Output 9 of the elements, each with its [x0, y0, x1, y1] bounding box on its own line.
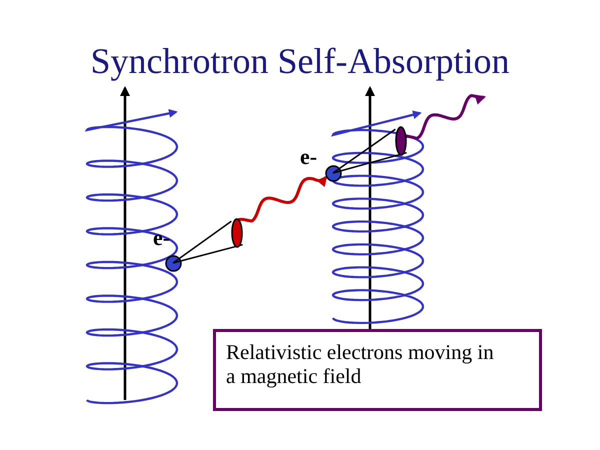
- electron-label: e-: [300, 144, 318, 170]
- caption-box: [213, 329, 542, 411]
- photon-wave-arrow: [404, 94, 486, 140]
- electron: [325, 165, 342, 182]
- emission-cone: [173, 218, 245, 266]
- title: Synchrotron Self-Absorption: [90, 40, 510, 82]
- photon-wave-arrow: [238, 176, 328, 222]
- electron: [165, 255, 182, 272]
- caption-text: Relativistic electrons moving in a magnetic field: [226, 340, 494, 388]
